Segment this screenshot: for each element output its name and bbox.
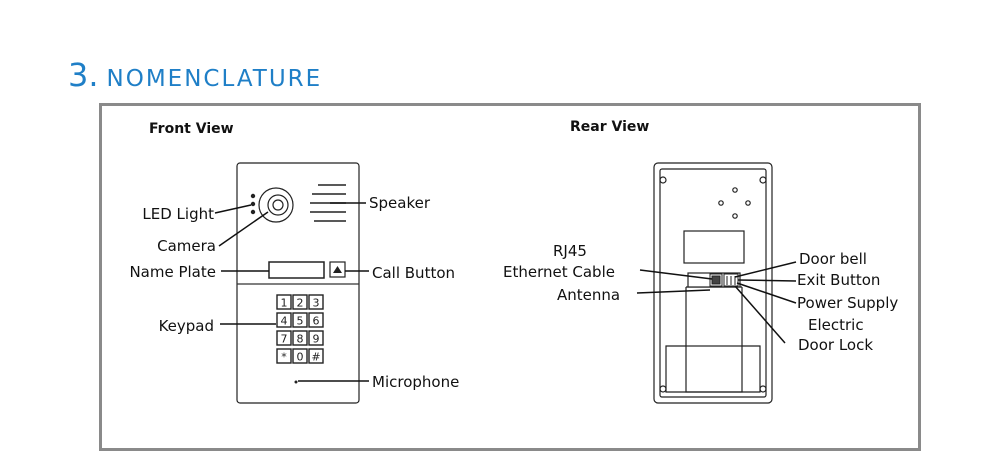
led-light-icon [250, 193, 256, 215]
microphone-hole [294, 380, 298, 384]
keypad-key: 6 [308, 312, 324, 328]
front-view-title: Front View [149, 121, 234, 137]
svg-text:9: 9 [313, 333, 320, 346]
rear-view-title: Rear View [570, 119, 649, 135]
keypad-key: 9 [308, 330, 324, 346]
keypad-key: 1 [276, 294, 292, 310]
section-heading: 3. NOMENCLATURE [68, 56, 322, 96]
keypad-key: # [308, 348, 324, 364]
keypad-key: 8 [292, 330, 308, 346]
svg-text:8: 8 [297, 333, 304, 346]
svg-text:#: # [311, 351, 320, 364]
section-title: NOMENCLATURE [106, 66, 323, 92]
front-leader-lines [214, 202, 369, 382]
keypad-key: * [276, 348, 292, 364]
name-plate-label: Name Plate [129, 263, 216, 281]
keypad-key: 7 [276, 330, 292, 346]
keypad: 1 2 3 4 5 6 7 8 9 * 0 # [276, 294, 324, 364]
door-bell-label: Door bell [799, 250, 867, 268]
rear-leader-lines [636, 261, 797, 344]
rear-connectors [709, 273, 739, 287]
svg-text:4: 4 [281, 315, 288, 328]
call-button-icon [329, 261, 346, 278]
svg-text:3: 3 [313, 297, 320, 310]
camera-icon [258, 187, 294, 223]
name-plate [268, 261, 325, 279]
keypad-key: 5 [292, 312, 308, 328]
electric-label: Electric [808, 316, 864, 334]
svg-text:6: 6 [313, 315, 320, 328]
keypad-label: Keypad [159, 317, 214, 335]
keypad-key: 0 [292, 348, 308, 364]
svg-text:5: 5 [297, 315, 304, 328]
call-button-label: Call Button [372, 264, 455, 282]
led-light-label: LED Light [142, 205, 214, 223]
exit-button-label: Exit Button [797, 271, 880, 289]
speaker-grille [310, 184, 346, 222]
microphone-label: Microphone [372, 373, 459, 391]
section-number: 3. [68, 56, 99, 94]
speaker-label: Speaker [369, 194, 431, 212]
rj45-label: RJ45 [553, 242, 587, 260]
camera-label: Camera [157, 237, 216, 255]
svg-text:*: * [281, 351, 287, 364]
svg-text:2: 2 [297, 297, 304, 310]
power-supply-label: Power Supply [797, 294, 898, 312]
keypad-key: 3 [308, 294, 324, 310]
keypad-key: 4 [276, 312, 292, 328]
svg-text:1: 1 [281, 297, 288, 310]
front-panel [236, 162, 360, 404]
svg-text:7: 7 [281, 333, 288, 346]
svg-text:0: 0 [297, 351, 304, 364]
keypad-key: 2 [292, 294, 308, 310]
antenna-label: Antenna [557, 286, 620, 304]
rear-speaker-holes [718, 187, 751, 219]
ethernet-cable-label: Ethernet Cable [503, 263, 615, 281]
door-lock-label: Door Lock [798, 336, 873, 354]
diagram-frame [99, 103, 921, 451]
